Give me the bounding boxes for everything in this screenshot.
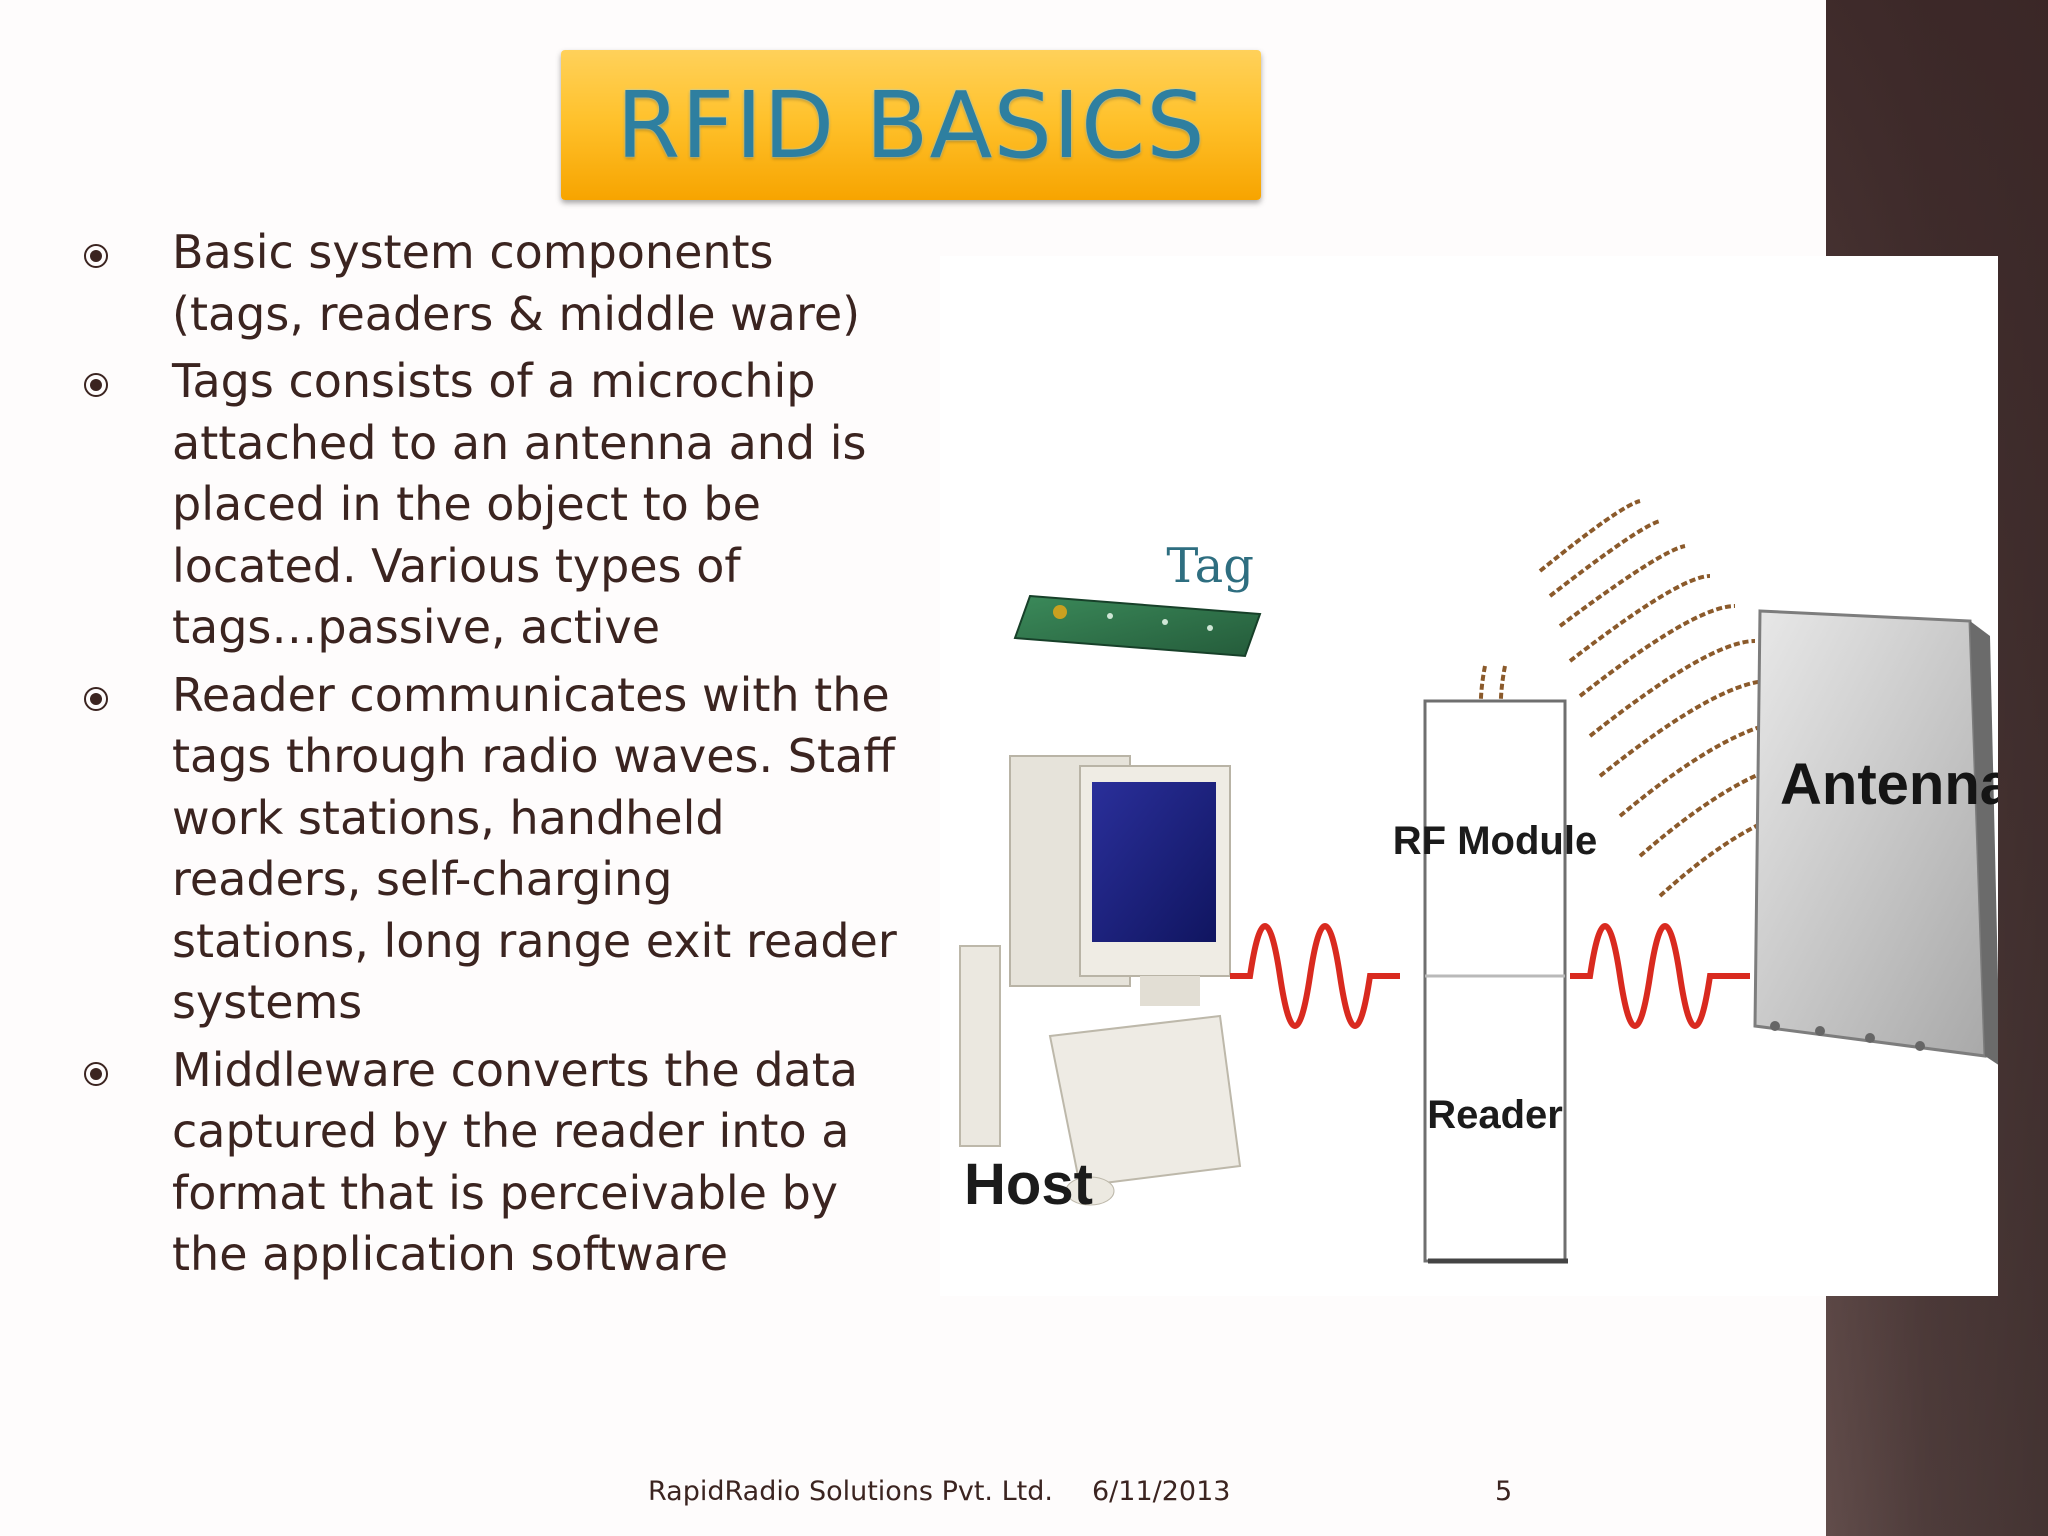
bullet-icon: [84, 244, 108, 268]
host-label: Host: [964, 1152, 1093, 1217]
footer-date: 6/11/2013: [1092, 1476, 1231, 1507]
slide-title: RFID BASICS: [616, 71, 1206, 179]
bullet-icon: [84, 373, 108, 397]
tag-icon: [1013, 594, 1262, 658]
bullet-icon: [84, 1061, 108, 1086]
bullet-icon: [84, 686, 108, 711]
signal-wave-icon-left: [1230, 923, 1400, 1029]
antenna-label: Antenna: [1780, 752, 1998, 817]
bullet-item: Tags consists of a microchip attached to…: [80, 351, 920, 659]
bullet-text: Basic system components (tags, readers &…: [172, 225, 861, 341]
tag-label: Tag: [1166, 538, 1254, 594]
bullet-item: Basic system components (tags, readers &…: [80, 222, 920, 345]
reader-box: [1423, 699, 1568, 1264]
bullet-text: Reader communicates with the tags throug…: [172, 667, 897, 1030]
footer-company: RapidRadio Solutions Pvt. Ltd.: [648, 1476, 1053, 1507]
bullet-item: Middleware converts the data captured by…: [80, 1040, 920, 1286]
signal-wave-icon-right: [1570, 923, 1750, 1029]
bullet-text: Tags consists of a microchip attached to…: [172, 354, 867, 654]
rfid-diagram: Tag: [940, 256, 2013, 1296]
reader-label: Reader: [1427, 1093, 1563, 1137]
footer-page-number: 5: [1495, 1476, 1513, 1507]
bullet-text: Middleware converts the data captured by…: [172, 1042, 858, 1282]
title-banner: RFID BASICS: [561, 50, 1261, 200]
bullet-item: Reader communicates with the tags throug…: [80, 665, 920, 1034]
rf-module-label: RF Module: [1393, 819, 1597, 863]
bullet-list: Basic system components (tags, readers &…: [80, 222, 920, 1292]
antenna-icon: [1753, 609, 2000, 1066]
host-computer-icon: [959, 755, 1242, 1206]
